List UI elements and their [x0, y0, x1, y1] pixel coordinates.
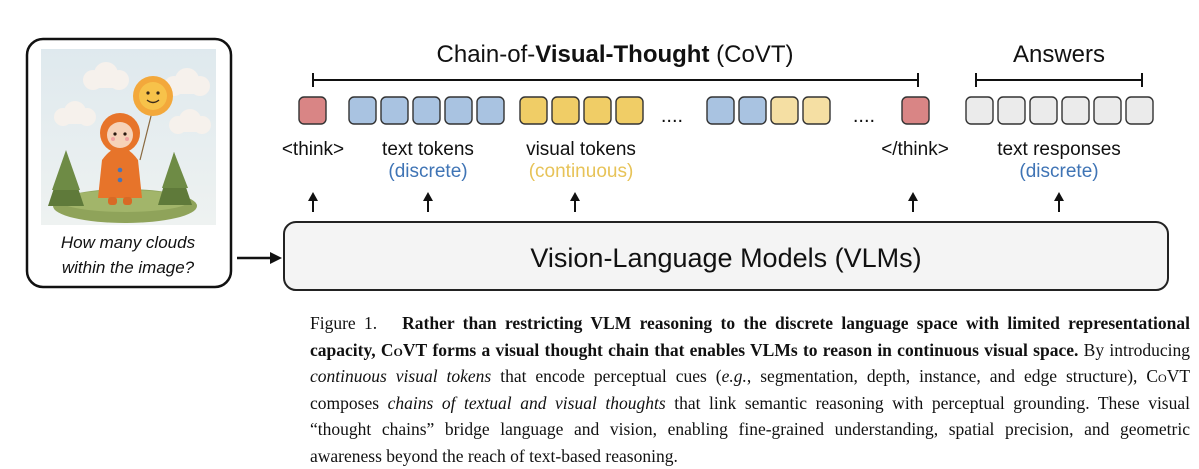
visual-token	[770, 96, 799, 125]
caption-covt-2: CoVT	[1146, 366, 1191, 386]
answer-token	[965, 96, 994, 125]
caption-text-4: composes	[310, 392, 380, 413]
caption-italic-1: continuous visual tokens	[310, 366, 492, 386]
caption-label: Figure 1.	[310, 313, 378, 333]
caption-bold-2: forms a visual thought chain that enable…	[432, 339, 1079, 360]
figure-caption: Figure 1. Rather than restricting VLM re…	[310, 310, 1190, 469]
text-token	[706, 96, 735, 125]
visual-token	[551, 96, 580, 125]
caption-bold-1: Rather than restricting VLM reasoning to…	[310, 313, 1190, 360]
felt-girl	[98, 113, 142, 205]
cloud-3	[54, 101, 96, 126]
answer-token	[1061, 96, 1090, 125]
text-token	[412, 96, 441, 125]
ellipsis-2: ....	[853, 105, 875, 127]
visual-token	[802, 96, 831, 125]
covt-title: Chain-of-Visual-Thought (CoVT)	[437, 41, 794, 68]
up-arrow-head-icon	[908, 192, 918, 201]
input-arrow-icon	[270, 252, 282, 264]
think-close-label: </think>	[881, 139, 949, 160]
text-token	[738, 96, 767, 125]
cloud-1	[83, 62, 129, 90]
question-line-1: How many clouds	[61, 233, 196, 252]
caption-text-3: , segmentation, depth, instance, and edg…	[746, 366, 1138, 386]
text-token	[476, 96, 505, 125]
up-arrow-head-icon	[423, 192, 433, 201]
caption-text-1: By introducing	[1083, 339, 1191, 360]
think-token	[298, 96, 327, 125]
ellipsis-1: ....	[661, 105, 683, 127]
answers-title: Answers	[1013, 41, 1105, 68]
answer-token	[997, 96, 1026, 125]
caption-text-2: that encode perceptual cues (	[500, 366, 722, 386]
answer-token	[1029, 96, 1058, 125]
visual-tokens-sub: (continuous)	[529, 161, 634, 182]
answer-token	[1093, 96, 1122, 125]
answer-token	[1125, 96, 1154, 125]
think-open-label: <think>	[282, 139, 344, 160]
text-tokens-label: text tokens	[382, 139, 474, 160]
caption-covt: CoVT	[380, 339, 428, 360]
token-row	[298, 96, 1154, 125]
sun-balloon	[133, 76, 173, 116]
up-arrow-head-icon	[1054, 192, 1064, 201]
cloud-2	[164, 68, 210, 96]
up-arrow-head-icon	[308, 192, 318, 201]
text-token	[444, 96, 473, 125]
up-arrows	[308, 192, 1064, 212]
text-responses-label: text responses	[997, 139, 1121, 160]
covt-diagram: How many clouds within the image? Vision…	[25, 37, 1169, 291]
caption-text-5: that link semantic reasoning with percep…	[310, 392, 1190, 466]
question-line-2: within the image?	[62, 258, 195, 277]
visual-token	[615, 96, 644, 125]
visual-token	[519, 96, 548, 125]
text-tokens-sub: (discrete)	[388, 161, 467, 182]
vlm-label: Vision-Language Models (VLMs)	[530, 243, 921, 273]
up-arrow-head-icon	[570, 192, 580, 201]
visual-tokens-label: visual tokens	[526, 139, 636, 160]
caption-italic-2: e.g.	[721, 366, 747, 386]
visual-token	[583, 96, 612, 125]
text-responses-sub: (discrete)	[1019, 161, 1098, 182]
input-image	[41, 49, 216, 225]
answers-bracket	[975, 73, 1143, 87]
covt-bracket	[312, 73, 919, 87]
think-token	[901, 96, 930, 125]
text-token	[348, 96, 377, 125]
text-token	[380, 96, 409, 125]
cloud-4	[169, 109, 211, 134]
vlm-box	[283, 221, 1169, 291]
caption-italic-3: chains of textual and visual thoughts	[387, 392, 666, 413]
